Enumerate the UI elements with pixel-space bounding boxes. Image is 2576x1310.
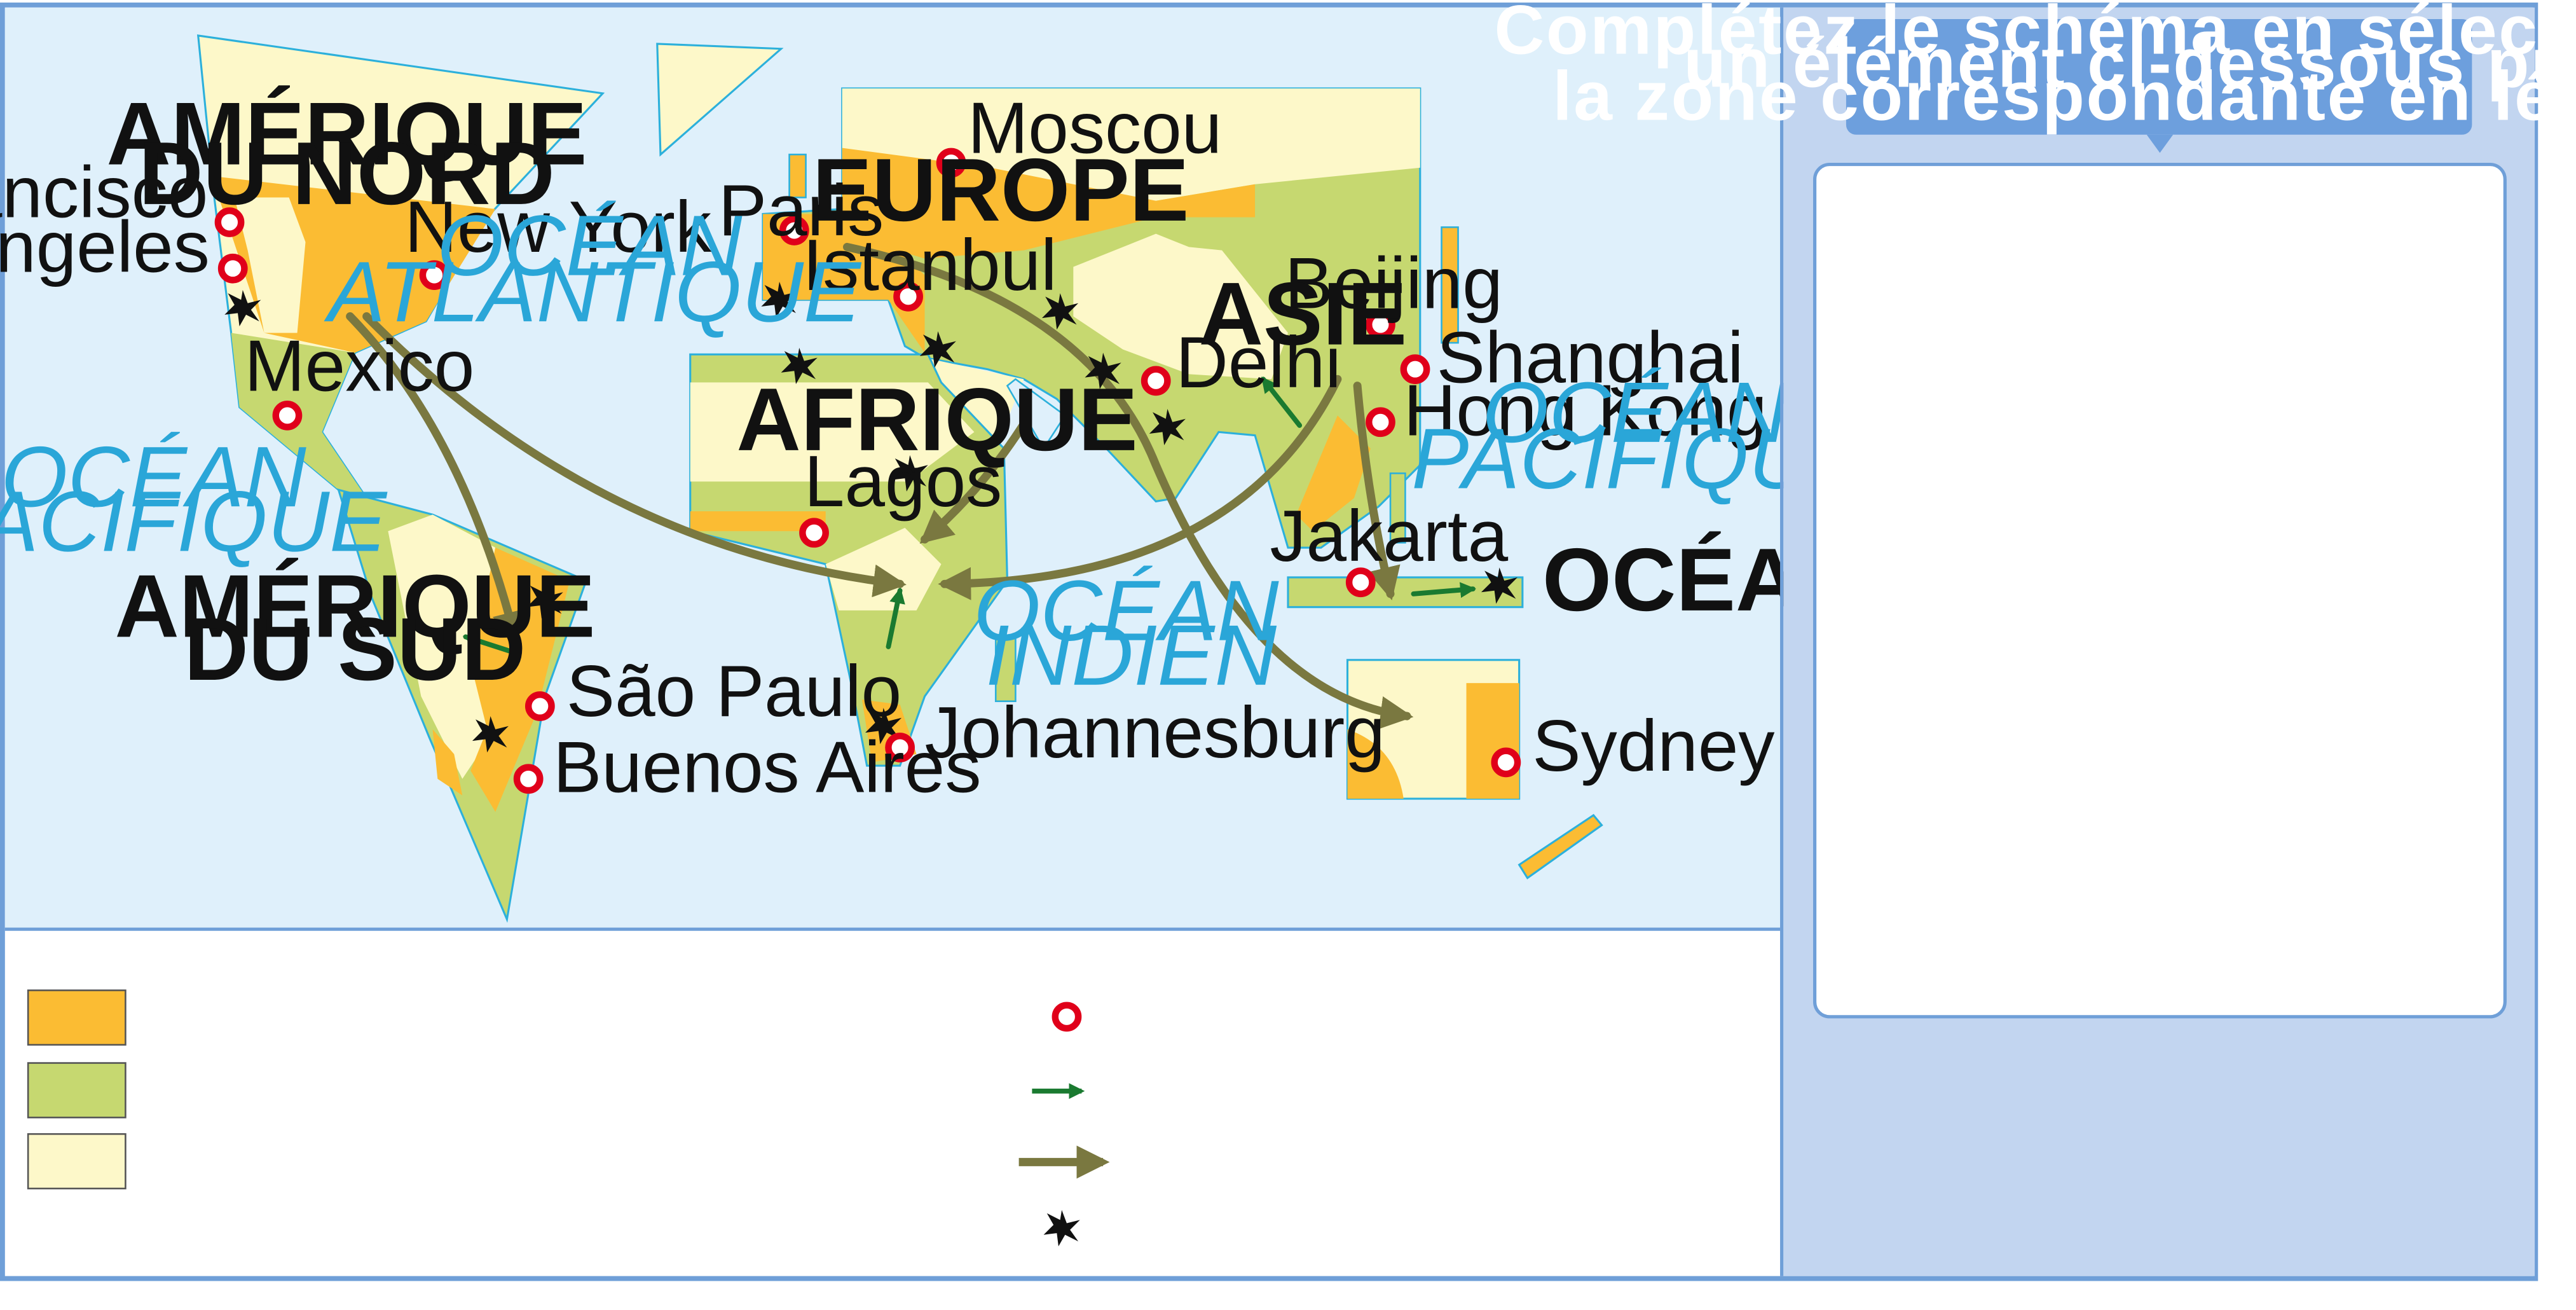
map-area: San Francisco Los Angeles New York Mexic… [0,7,1949,931]
ocean-label-indian-2: INDIEN [985,607,1277,703]
city-label-mexico: Mexico [244,326,474,406]
instruction-line-3: la zone correspondante en légende [1552,57,2576,135]
city-marker-sao-paulo [524,691,555,721]
ocean-label-indian-1: OCÉAN [973,563,1279,659]
continent-label-north-america-1: AMÉRIQUE [107,84,587,184]
city-marker-beijing [1366,310,1395,340]
city-label-sao-paulo: São Paulo [566,651,901,732]
city-marker-san-francisco [214,207,245,237]
city-label-shanghai: Shanghai [1437,317,1744,398]
ocean-labels: OCÉAN ATLANTIQUE OCÉAN PACIFIQUE OCÉAN P… [0,198,1869,703]
city-label-moscou: Moscou [968,88,1222,169]
legend-slot-migration-arrow[interactable] [1139,1134,1767,1189]
city-label-istanbul: Istanbul [802,225,1057,306]
city-marker-hong-kong [1366,407,1395,438]
city-label-delhi: Delhi [1175,322,1341,403]
oceania-shape[interactable] [1287,576,1603,879]
continent-label-south-america-1: AMÉRIQUE [115,556,596,656]
city-label-beijing: Beijing [1285,244,1503,324]
city-marker-lagos [799,518,829,548]
legend-slot-local-arrow[interactable] [1139,1063,1767,1118]
city-marker-moscou [936,148,966,178]
continent-label-africa: AFRIQUE [736,369,1137,469]
migration-arrow-asia-oceania [1353,382,1401,600]
city-label-lagos: Lagos [804,441,1002,522]
continent-label-north-america-2: DU NORD [139,123,554,223]
city-label-hong-kong: Hong Kong [1404,371,1767,452]
migration-arrow-asia-africa [938,375,1342,600]
city-label-buenos-aires: Buenos Aires [553,727,981,808]
legend-slot-city[interactable] [1139,990,1767,1045]
ocean-label-atlantic-1: OCÉAN [437,198,743,294]
city-marker-sydney [1491,747,1521,778]
legend-swatch-cream[interactable] [27,1133,127,1190]
ocean-label-atlantic-2: ATLANTIQUE [324,244,862,340]
city-label-los-angeles: Los Angeles [0,207,210,287]
city-marker-mexico [272,400,303,431]
instruction-line-1: Complétez le schéma en sélectionnant [1495,0,2576,69]
legend-area [27,989,1767,1257]
continent-label-asia: ASIE [1199,264,1407,364]
city-label-jakarta: Jakarta [1270,496,1508,577]
migration-arrow-asia-africa-north [919,415,1032,544]
ocean-label-pacific-west-1: OCÉAN [1,429,306,525]
city-label-paris: Paris [718,170,884,251]
legend-swatch-orange[interactable] [27,989,127,1046]
legend-slot-orange[interactable] [149,990,975,1045]
city-marker-delhi [1141,366,1171,396]
migration-arrow-europe-oceania [842,242,1414,729]
migration-arrows [346,242,1414,729]
city-marker-buenos-aires [513,764,544,794]
continent-labels: AMÉRIQUE DU NORD AMÉRIQUE DU SUD EUROPE … [107,84,1949,699]
city-labels: San Francisco Los Angeles New York Mexic… [0,88,1775,808]
city-markers [214,148,1521,794]
continent-label-south-america-2: DU SUD [184,599,526,699]
legend-city-circle-icon[interactable] [1052,1002,1082,1032]
city-marker-paris [779,216,809,245]
city-marker-jakarta [1345,567,1376,598]
answer-choices-box[interactable] [1812,162,2507,1019]
migration-arrow-na-sa [346,312,525,645]
greenland-shape[interactable] [656,43,784,157]
eurasia-shape[interactable] [762,87,1422,549]
local-arrows [462,376,1476,656]
city-label-johannesburg: Johannesburg [925,693,1385,773]
city-label-sydney: Sydney [1532,706,1774,787]
legend-slot-conflict[interactable] [1139,1202,1767,1257]
city-marker-los-angeles [217,253,248,284]
city-label-san-francisco: San Francisco [0,153,208,233]
continent-label-europe: EUROPE [812,140,1189,240]
legend-swatch-green[interactable] [27,1062,127,1119]
instruction-line-2: un élément ci-dessous puis [1683,24,2576,102]
legend-slot-green[interactable] [149,1063,975,1118]
islands [788,153,1459,703]
answer-panel: Complétez le schéma en sélectionnant un … [1495,0,2576,1276]
city-label-new-york: New York [404,187,712,268]
city-marker-new-york [419,260,449,290]
legend-slot-cream[interactable] [149,1134,975,1189]
migration-arrow-na-africa [362,312,907,598]
city-marker-istanbul [893,281,923,312]
city-marker-shanghai [1400,354,1430,385]
ocean-label-pacific-west-2: PACIFIQUE [0,473,388,569]
ocean-label-pacific-east-1: OCÉAN [1482,364,1788,460]
city-marker-johannesburg [885,733,915,762]
instruction-bubble: Complétez le schéma en sélectionnant un … [1495,0,2576,153]
